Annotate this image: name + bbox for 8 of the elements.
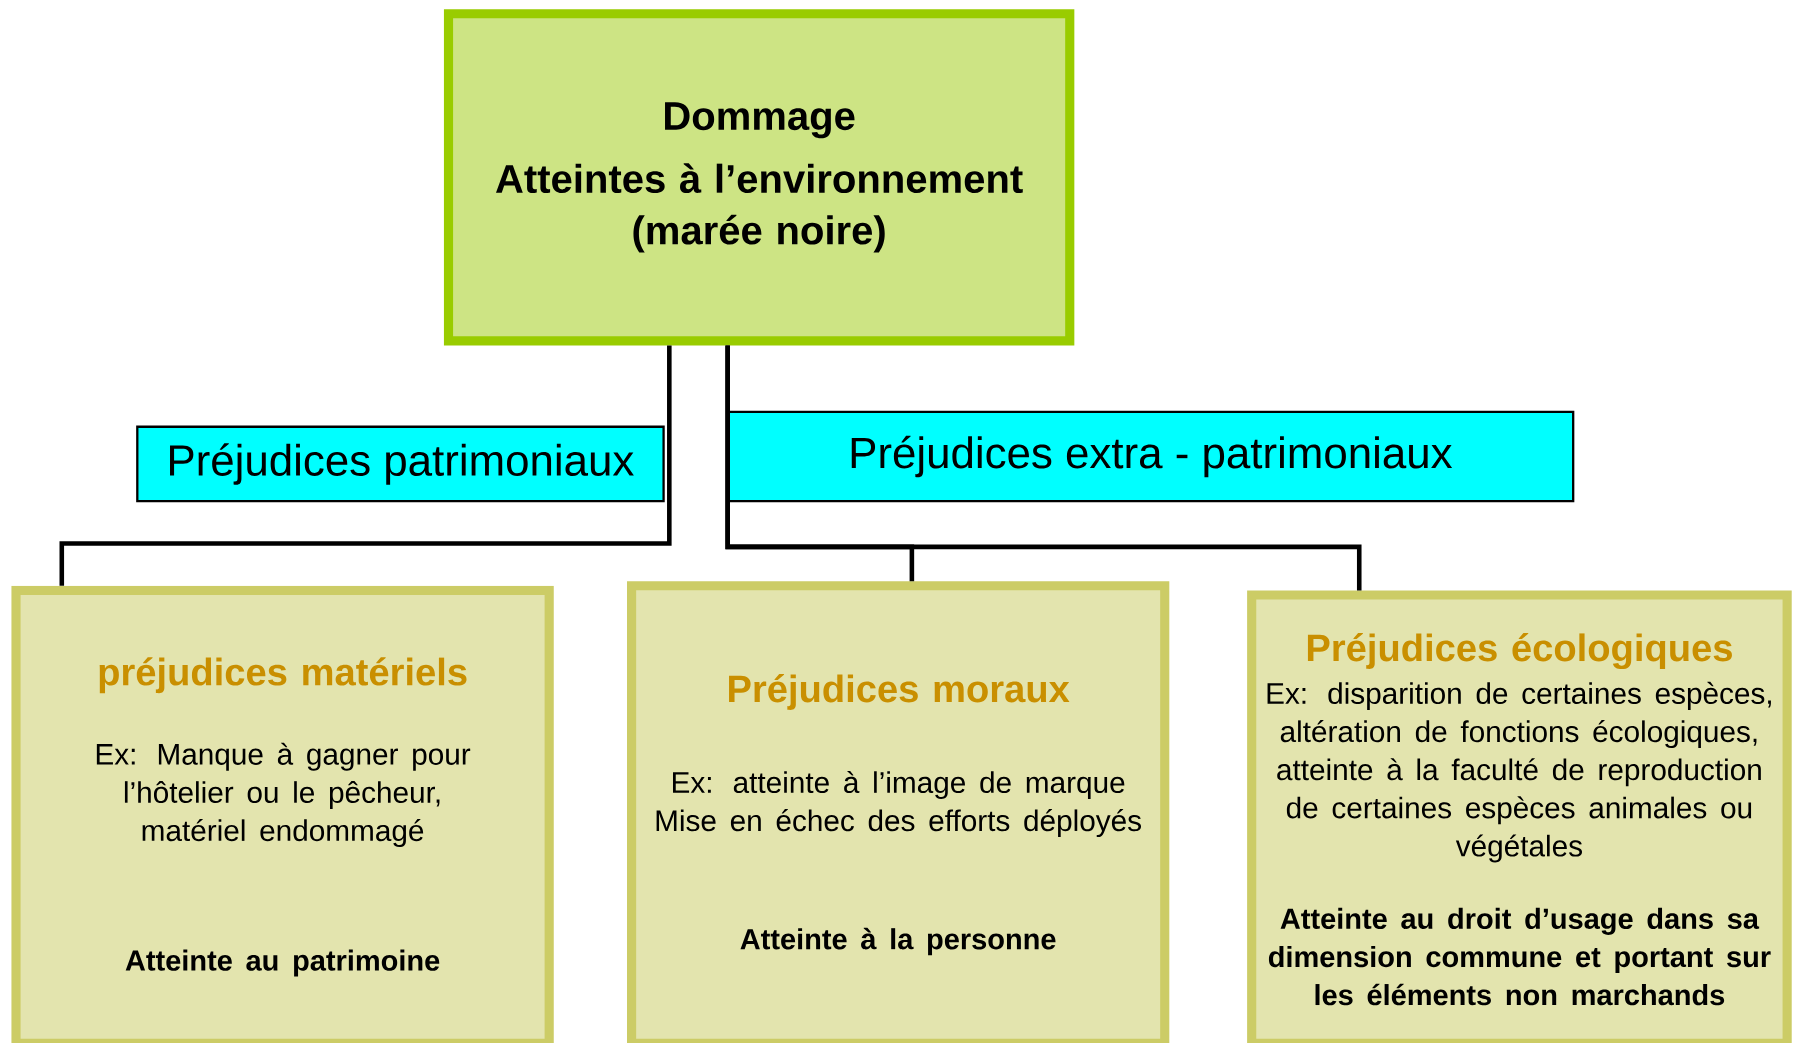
main-box: Dommage Atteintes à l’environnement (marée noire) [443,8,1075,346]
damage-box: Préjudices écologiques Ex: disparition de certaines espèces, altération de fonctions écologiques, atteinte à la faculté de reproduction de certaines espèces animales ou végétales Atteinte au droit d’usage dans sa dimension commune et portant sur les éléments non marchands [1247,590,1792,1043]
connector-line [59,345,672,586]
damage-box: préjudices matériels Ex: Manque à gagner pour l’hôtelier ou le pêcheur, matériel endommagé Atteinte au patrimoine [11,585,554,1043]
connector-line [725,345,1362,591]
category-box: Préjudices patrimoniaux [136,425,665,503]
damage-box: Préjudices moraux Ex: atteinte à l’image de marque Mise en échec des efforts déployés Atteinte à la personne [627,581,1170,1043]
category-box: Préjudices extra - patrimoniaux [726,410,1575,503]
